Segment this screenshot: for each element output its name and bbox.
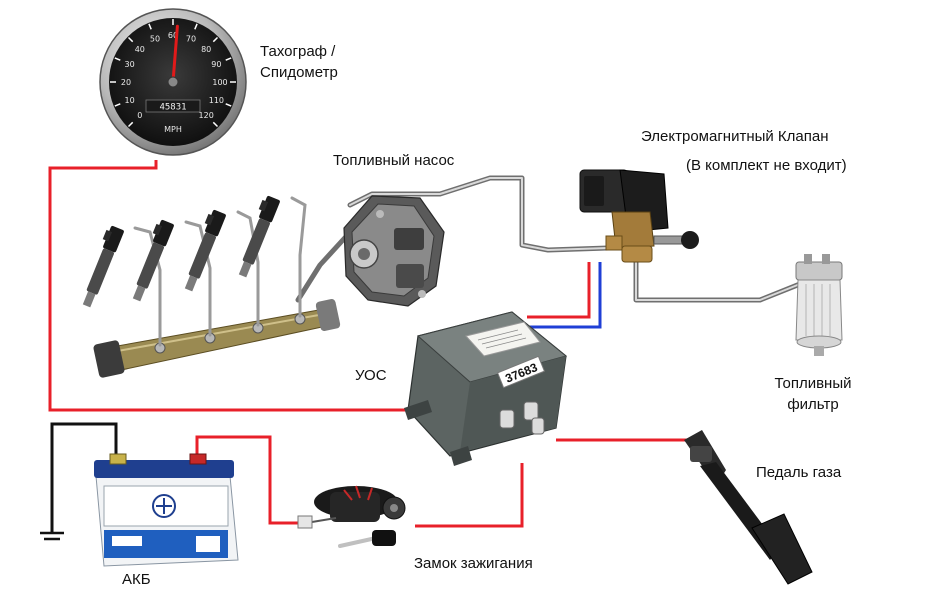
gas-pedal-label: Педаль газа [756,464,842,481]
speedometer-scale-label: 0 [137,111,142,120]
common-rail [93,298,341,378]
valve-note-label: (В комплект не входит) [686,157,847,174]
battery [94,453,239,567]
speedometer-unit: MPH [164,125,182,134]
fuel-filter [795,254,843,356]
solenoid-valve-label: Электромагнитный Клапан [641,128,829,145]
fuel-line-valve-to-filter-inner [635,261,801,301]
controller-id-sticker [496,355,546,389]
speedometer-scale-label: 120 [199,111,214,120]
fuel-pump [343,195,445,307]
speedometer-tick [225,57,232,61]
speedometer-tick [127,121,134,128]
speedometer-tick [114,57,121,61]
speedometer-scale-label: 50 [150,35,160,44]
injector [82,225,124,308]
speedometer-tick [225,103,232,107]
fuel-line-pump-to-valve-inner [349,177,609,251]
fuel-pump-label: Топливный насос [333,152,455,169]
speedometer-scale-label: 30 [125,60,135,69]
speedometer-tick [114,103,121,107]
speedometer-scale-label: 70 [186,35,196,44]
fuel-injectors [82,195,341,378]
gas-pedal [684,430,813,585]
controller-box: 37683 [404,311,568,466]
speedometer-scale-label: 100 [212,78,227,87]
speedometer-tick [212,121,219,128]
injector [132,219,174,302]
speedometer-hub [167,76,179,88]
speedometer-tick [212,36,219,43]
odometer [145,99,201,113]
speedometer-tick [194,23,198,30]
speedometer-scale-label: 20 [121,78,131,87]
battery-label: АКБ [122,571,151,588]
wire-speedometer-to-controller [48,160,408,412]
tachograph-label-line1: Тахограф / [260,43,336,60]
fuel-line-pump-to-rail [295,227,355,303]
wire-ignition-to-controller [415,463,524,528]
speedometer-scale-label: 40 [135,45,145,54]
injector [184,209,226,292]
odometer-digits: 45831 [159,103,186,113]
speedometer-tick [127,36,134,43]
speedometer-scale-label: 90 [211,60,221,69]
speedometer-scale-label: 60 [168,31,178,40]
ground-symbol-icon [40,531,64,541]
speedometer-scale-label: 80 [201,45,211,54]
wires [48,160,688,533]
wire-battery-ground [50,422,118,533]
speedometer-tick [148,23,152,30]
injector [238,195,280,278]
controller-label: УОС [355,367,387,384]
speedometer-scale-label: 110 [209,96,224,105]
fuel-lines [295,175,803,303]
solenoid-valve [579,169,699,263]
ignition-lock-label: Замок зажигания [414,555,533,572]
ignition-lock [297,485,406,548]
speedometer-needle [171,24,179,84]
fuel-filter-label-line2: фильтр [787,396,839,413]
tachograph-label-line2: Спидометр [260,64,338,81]
wire-controller-to-valve-plus [527,262,591,319]
fuel-filter-label-line1: Топливный [774,375,852,392]
wire-battery-to-ignition [195,435,300,525]
wire-controller-to-valve-minus [527,262,602,329]
speedometer-scale-label: 10 [125,96,135,105]
